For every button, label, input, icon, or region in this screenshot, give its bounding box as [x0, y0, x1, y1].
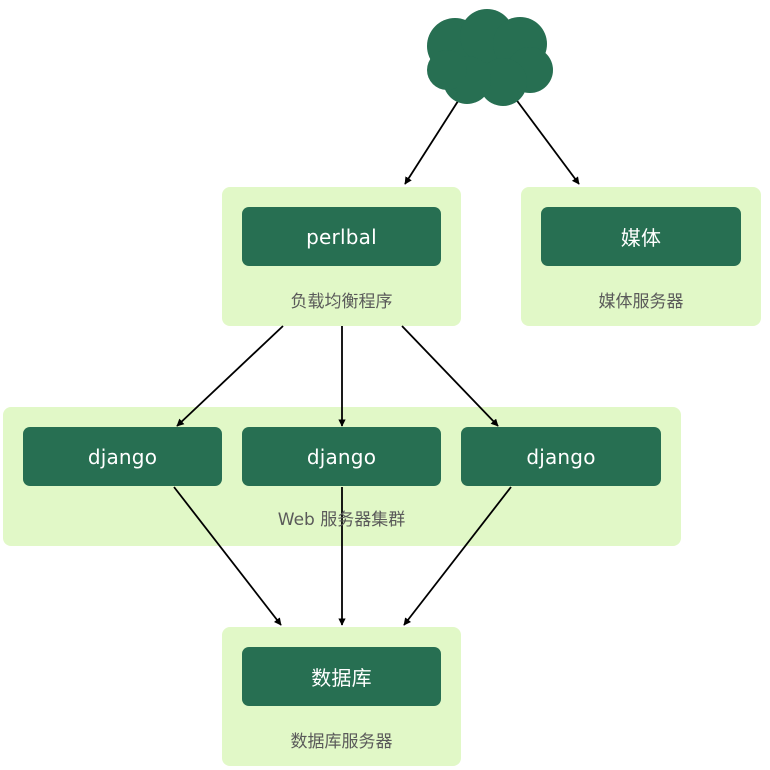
load-balancer-caption: 负载均衡程序 — [290, 292, 393, 312]
database-server-caption: 数据库服务器 — [290, 732, 393, 752]
django-node-2[interactable]: django — [242, 427, 441, 486]
media-node[interactable]: 媒体 — [541, 207, 741, 266]
django-node-3[interactable]: django — [461, 427, 661, 486]
web-cluster-caption: Web 服务器集群 — [277, 510, 406, 530]
media-server-caption: 媒体服务器 — [598, 292, 684, 312]
edge-cloud-to-media — [514, 97, 580, 185]
cloud-icon — [427, 9, 553, 106]
edge-cloud-to-perlbal — [404, 97, 461, 185]
perlbal-node[interactable]: perlbal — [242, 207, 441, 266]
django-node-1[interactable]: django — [23, 427, 222, 486]
database-node[interactable]: 数据库 — [242, 647, 441, 706]
